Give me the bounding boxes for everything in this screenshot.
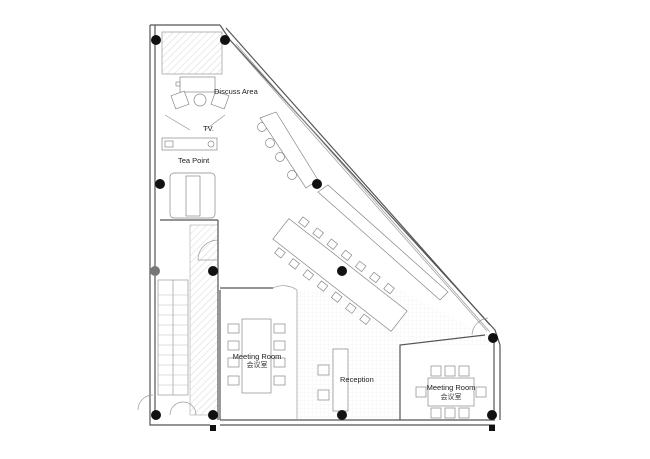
- discuss-area-label: Discuss Area: [214, 87, 259, 96]
- tv-label: TV.: [203, 124, 214, 133]
- meeting-room-left-label: Meeting Room: [233, 352, 282, 361]
- meeting-room-right-label: Meeting Room: [427, 383, 476, 392]
- reception-label: Reception: [340, 375, 374, 384]
- tea-point-label: Tea Point: [178, 156, 210, 165]
- window-bench: [317, 184, 449, 301]
- reception-desk: [317, 348, 349, 412]
- discuss-area-furniture: [164, 76, 230, 131]
- meeting-room-right-furniture: [415, 365, 487, 419]
- outer-walls: [149, 24, 501, 426]
- hatched-zone-top: [161, 31, 223, 75]
- hatched-wall-left: [189, 224, 219, 416]
- structural-columns: [150, 35, 498, 431]
- meeting-room-left-furniture: [227, 318, 286, 394]
- staircase: [137, 279, 197, 416]
- meeting-room-left-cn-label: 会议室: [247, 360, 268, 369]
- inner-walls: [160, 219, 489, 420]
- bar-stools: [257, 111, 319, 189]
- meeting-room-right-cn-label: 会议室: [441, 392, 462, 401]
- tea-point-counter: [161, 137, 218, 219]
